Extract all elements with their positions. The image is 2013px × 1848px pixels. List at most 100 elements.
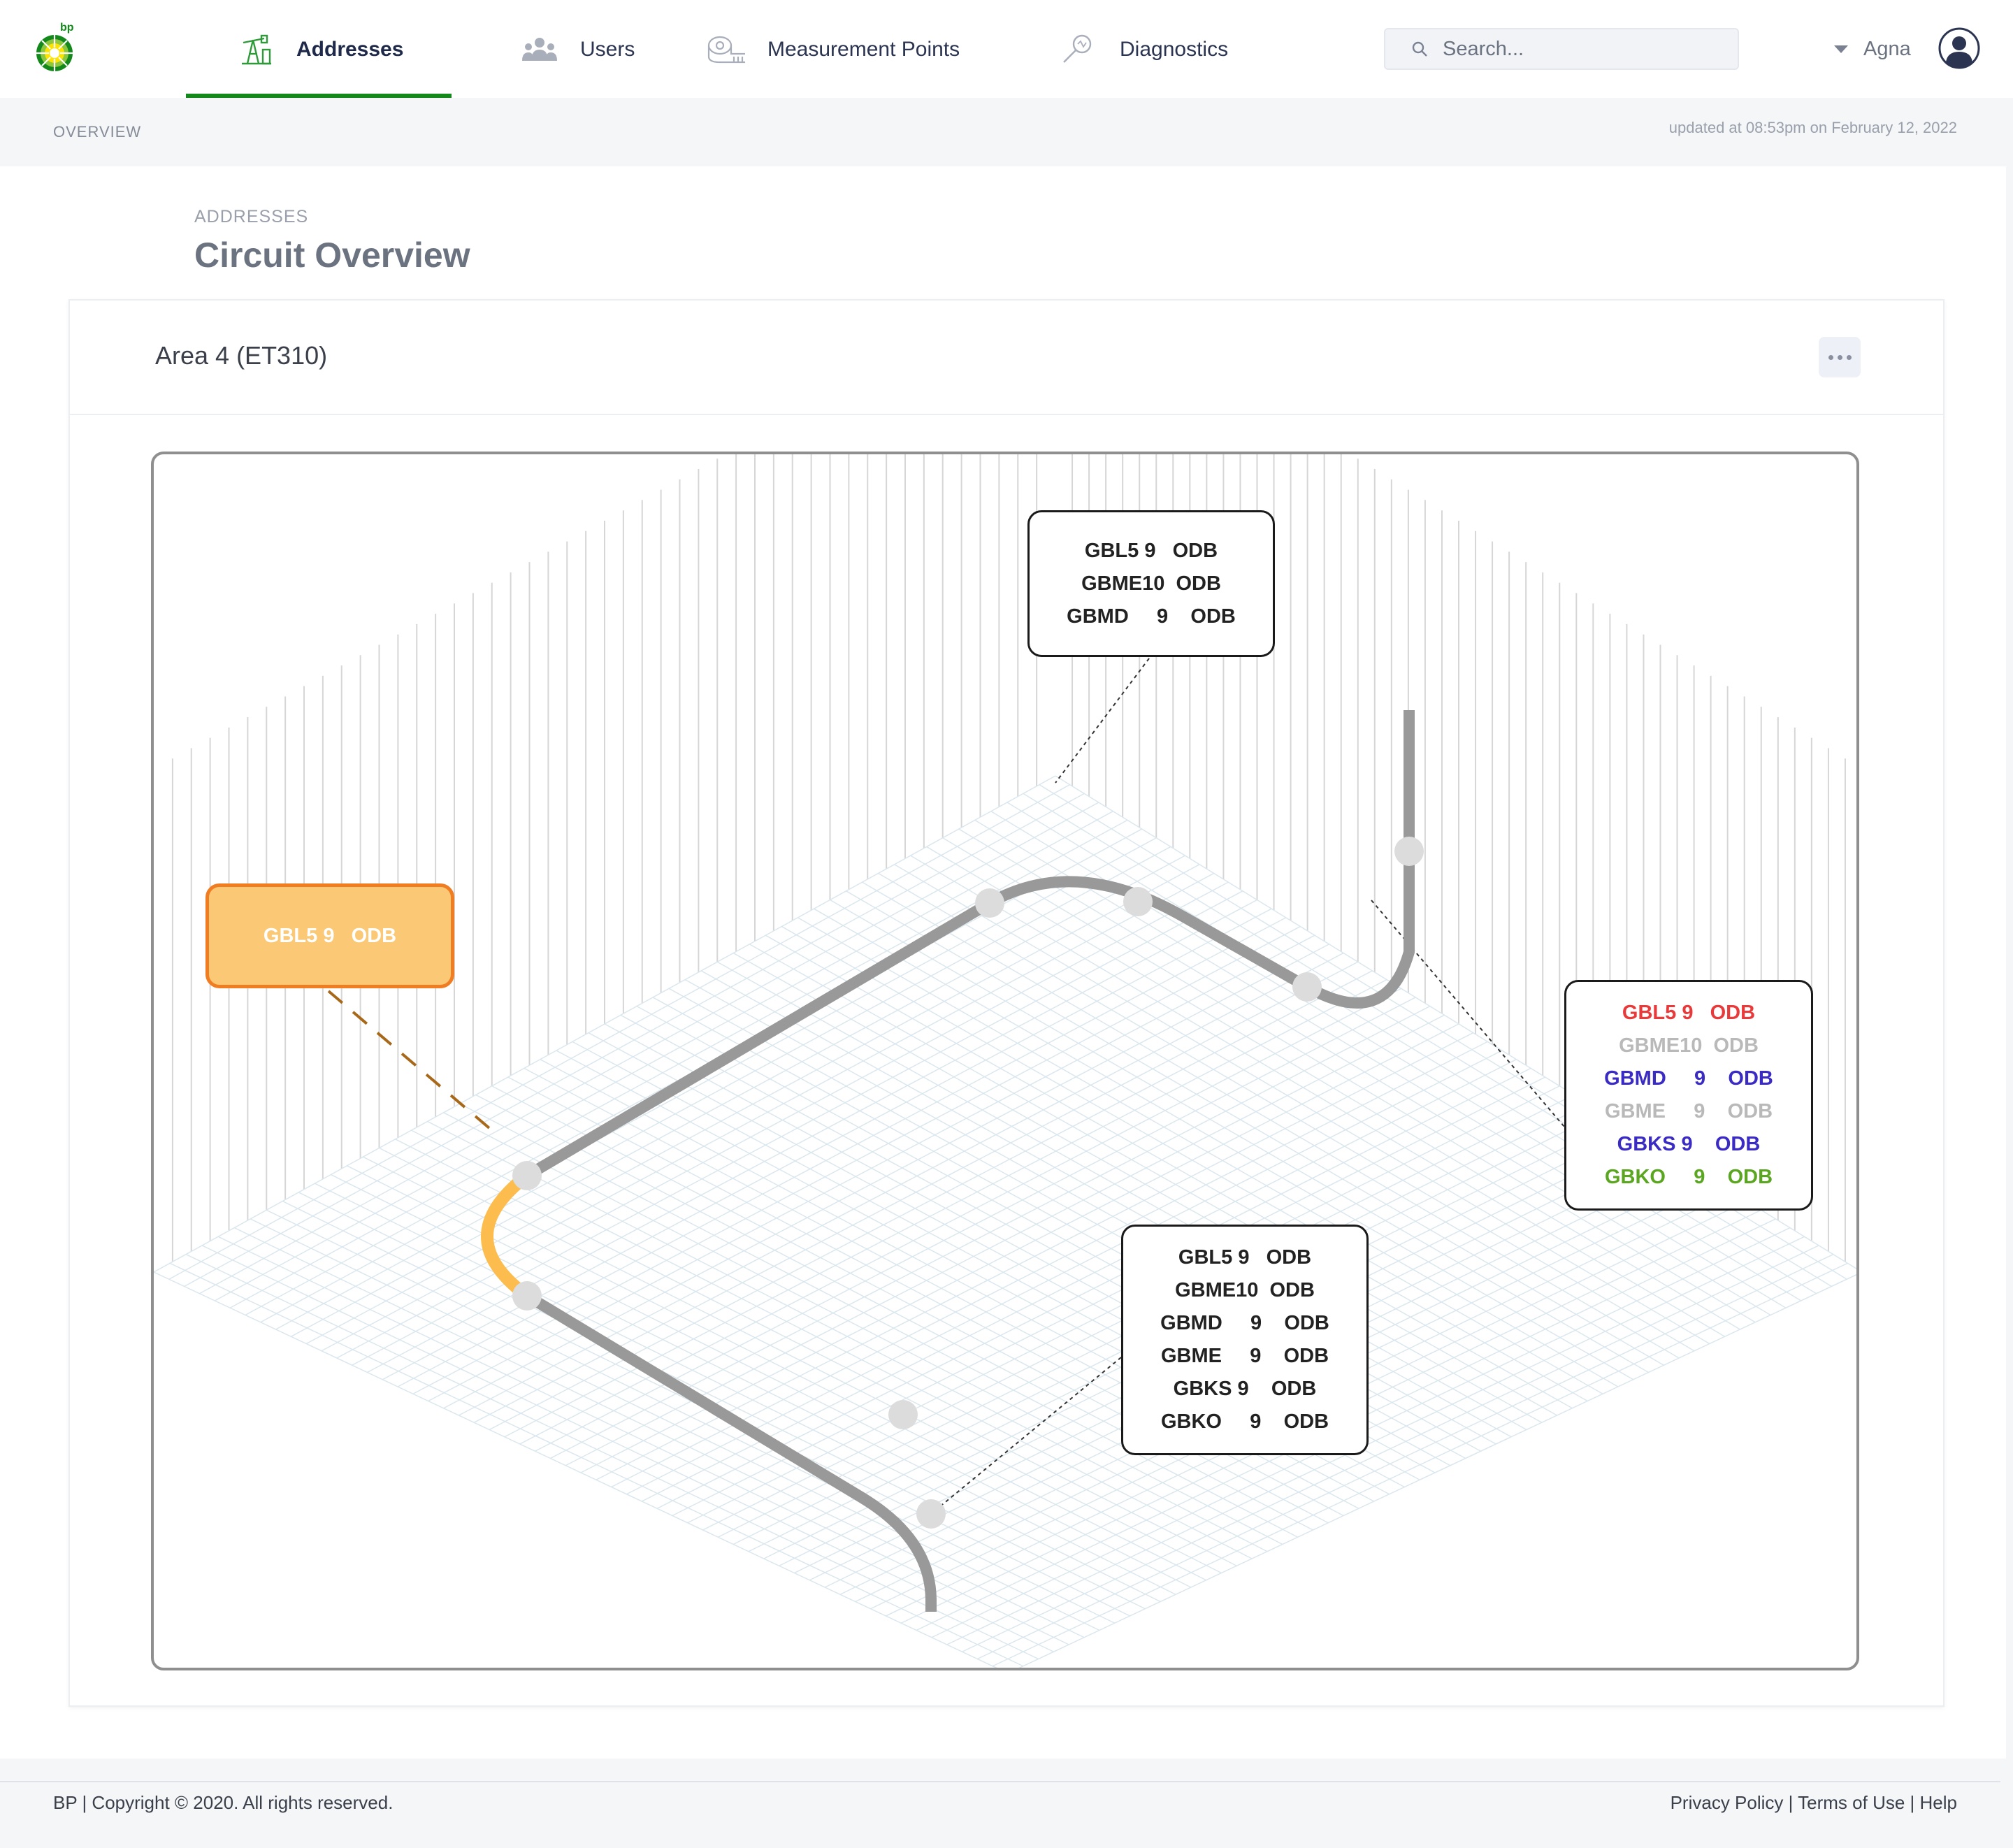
grid-line	[641, 1059, 1517, 1502]
tag-row: GBMD 9 ODB	[1604, 1067, 1773, 1090]
terms-of-use-link[interactable]: Terms of Use	[1798, 1792, 1905, 1813]
grid-line	[814, 908, 1634, 1380]
tag-row: GBL5 9 ODB	[1084, 539, 1218, 562]
grid-line	[974, 819, 1787, 1308]
junction-node	[916, 1499, 946, 1529]
search-input[interactable]	[1443, 37, 1722, 61]
grid-line	[910, 855, 1725, 1337]
grid-line	[626, 1050, 1503, 1495]
connector-line-highlighted	[327, 990, 491, 1129]
grid-line	[580, 1023, 1459, 1473]
node-label-highlighted[interactable]: GBL5 9 ODB	[205, 883, 454, 988]
grid-line	[926, 846, 1740, 1330]
footer-divider	[0, 1781, 2000, 1782]
grid-line	[672, 1076, 1545, 1517]
tag-row: GBKS 9 ODB	[1173, 1378, 1317, 1400]
section-label: ADDRESSES	[194, 207, 309, 226]
grid-line	[862, 881, 1680, 1359]
search-icon	[1412, 41, 1427, 57]
grid-line	[684, 979, 1512, 1438]
tag-row: GBKO 9 ODB	[1604, 1166, 1773, 1188]
tag-row: GBME 9 ODB	[1604, 1100, 1773, 1122]
junction-node	[975, 888, 1004, 918]
svg-text:bp: bp	[60, 22, 74, 34]
connector-line-top	[1055, 658, 1150, 784]
junction-node	[1292, 972, 1322, 1002]
junction-node	[1394, 837, 1424, 866]
breadcrumb[interactable]: OVERVIEW	[53, 123, 142, 140]
tag-row: GBKS 9 ODB	[1617, 1133, 1761, 1155]
grid-line	[878, 872, 1695, 1352]
grid-line	[1018, 1273, 1856, 1668]
card-header: Area 4 (ET310)	[70, 301, 1943, 415]
grid-line	[765, 934, 1588, 1402]
meter-icon	[707, 36, 745, 64]
nav-tab-users[interactable]: Users	[520, 0, 635, 99]
nav-tab-addresses[interactable]: Addresses	[236, 0, 403, 99]
grid-line	[946, 1236, 1805, 1645]
bp-logo[interactable]: bp	[31, 20, 80, 75]
grid-line	[656, 1067, 1531, 1509]
active-tab-indicator	[186, 94, 452, 99]
grid-line	[716, 961, 1543, 1423]
user-menu[interactable]: Agna	[1834, 29, 1911, 68]
grid-line	[596, 1032, 1473, 1480]
dot-icon	[1846, 354, 1852, 360]
tag-row: GBMD 9 ODB	[1067, 605, 1236, 628]
junction-node	[512, 1161, 542, 1190]
tag-row: GBL5 9 ODB	[1622, 1002, 1756, 1024]
footer-links: Privacy Policy | Terms of Use | Help	[1670, 1792, 1957, 1813]
grid-line	[942, 837, 1756, 1323]
pipe-highlighted-segment	[481, 1170, 531, 1301]
more-options-button[interactable]	[1819, 337, 1861, 377]
grid-line	[962, 1245, 1819, 1652]
grid-line	[846, 890, 1664, 1366]
user-name: Agna	[1863, 37, 1911, 60]
chevron-down-icon	[1834, 45, 1848, 53]
nav-label-diagnostics: Diagnostics	[1120, 38, 1229, 61]
nav-tab-diagnostics[interactable]: Diagnostics	[1060, 0, 1228, 99]
search-box[interactable]	[1384, 28, 1739, 70]
grid-line	[992, 1262, 1848, 1667]
help-link[interactable]: Help	[1919, 1792, 1957, 1813]
nav-label-addresses: Addresses	[296, 38, 404, 61]
card-title: Area 4 (ET310)	[155, 341, 328, 370]
fence-lines	[171, 454, 1846, 1262]
junction-node	[512, 1281, 542, 1311]
grid-line	[611, 1041, 1488, 1488]
tag-row: GBKO 9 ODB	[1160, 1410, 1329, 1433]
tag-row: GBME10 ODB	[1619, 1034, 1759, 1057]
node-label-bottom[interactable]: GBL5 9 ODB GBME10 ODB GBMD 9 ODB GBME 9 …	[1121, 1225, 1369, 1455]
dot-icon	[1837, 354, 1842, 360]
tag-row: GBME10 ODB	[1081, 572, 1221, 595]
pipe-lower	[524, 1291, 937, 1612]
tag-row: GBME10 ODB	[1175, 1279, 1315, 1301]
pumpjack-icon	[242, 34, 271, 65]
nav-tab-measurement-points[interactable]: Measurement Points	[705, 0, 960, 99]
footer-copyright: BP | Copyright © 2020. All rights reserv…	[53, 1792, 394, 1813]
node-label-top[interactable]: GBL5 9 ODB GBME10 ODB GBMD 9 ODB	[1027, 510, 1275, 657]
junction-node	[888, 1400, 918, 1429]
grid-line	[977, 1253, 1834, 1660]
pipe-upper	[524, 710, 1415, 1181]
grid-line	[830, 899, 1649, 1373]
tag-row: GBL5 9 ODB	[1178, 1246, 1312, 1269]
nav-label-measurement-points: Measurement Points	[767, 38, 960, 61]
avatar-icon[interactable]	[1938, 27, 1981, 70]
last-updated-text: updated at 08:53pm on February 12, 2022	[1668, 119, 1957, 136]
grid-line	[798, 917, 1619, 1387]
nav-label-users: Users	[580, 38, 635, 61]
privacy-policy-link[interactable]: Privacy Policy	[1670, 1792, 1784, 1813]
top-navigation-bar: bp Addresses	[0, 0, 2013, 99]
sub-header	[0, 98, 2013, 166]
tag-row: GBME 9 ODB	[1160, 1345, 1329, 1367]
dot-icon	[1828, 354, 1833, 360]
connector-line-right	[1371, 900, 1565, 1127]
grid-line	[1006, 802, 1817, 1294]
node-label-right[interactable]: GBL5 9 ODB GBME10 ODB GBMD 9 ODB GBME 9 …	[1564, 980, 1813, 1211]
grid-line	[749, 944, 1573, 1409]
junction-node	[1123, 887, 1153, 916]
grid-line	[781, 925, 1603, 1394]
tag-row: GBMD 9 ODB	[1160, 1312, 1329, 1334]
users-icon	[522, 38, 557, 61]
